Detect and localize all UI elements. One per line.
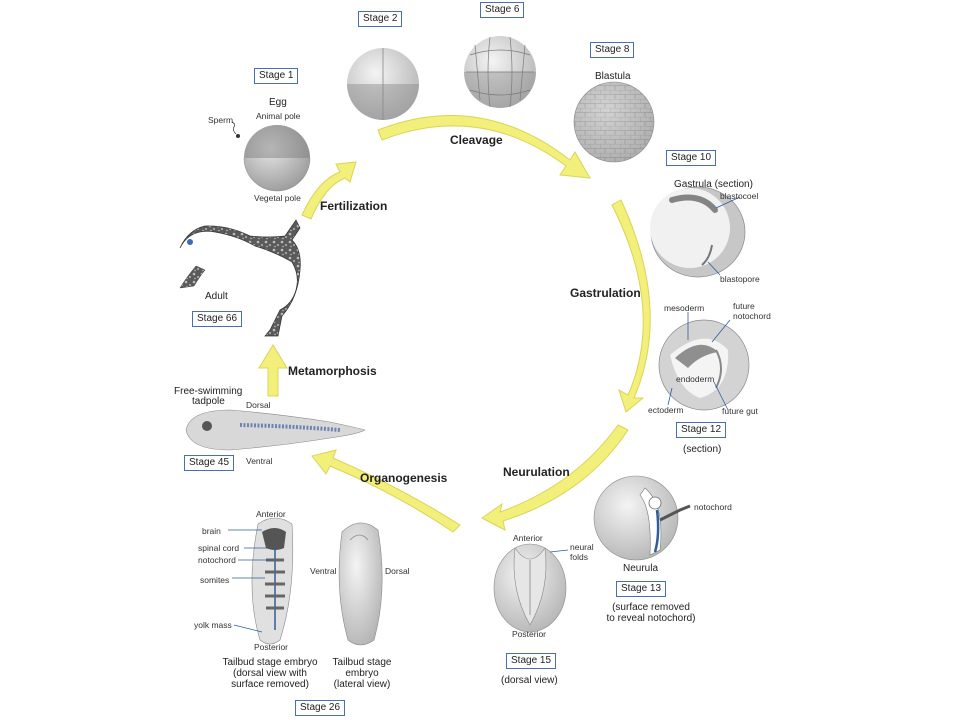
animal-pole-label: Animal pole xyxy=(256,111,301,121)
tailbud-lateral-caption: Tailbud stage embryo (lateral view) xyxy=(326,657,398,690)
stage-12-label: Stage 12 xyxy=(676,422,727,438)
somites-label: somites xyxy=(200,575,230,585)
cycle-arrows xyxy=(258,115,651,533)
tadpole-dorsal-label: Dorsal xyxy=(246,400,271,410)
tailbud-anterior-label: Anterior xyxy=(256,509,286,519)
neurula-label: Neurula xyxy=(623,563,659,574)
tailbud-lateral-caption-line3: (lateral view) xyxy=(333,679,391,690)
stage-6-label: Stage 6 xyxy=(480,2,525,18)
neurula-illustration xyxy=(593,475,691,561)
ectoderm-label: ectoderm xyxy=(648,405,684,415)
adult-frog-illustration xyxy=(179,219,301,337)
phase-organogenesis: Organogenesis xyxy=(360,471,448,485)
stage-10-label: Stage 10 xyxy=(666,150,717,166)
stage-26-label: Stage 26 xyxy=(295,700,346,716)
cleavage-embryo xyxy=(464,36,536,108)
cleavage-arrow xyxy=(377,115,591,179)
neural-fold-embryo xyxy=(493,543,569,633)
tailbud-dorsal-label: Dorsal xyxy=(385,566,410,576)
stage-15-anterior-label: Anterior xyxy=(513,533,543,543)
endoderm-label: endoderm xyxy=(676,374,715,384)
neural-folds-label-line2: folds xyxy=(570,552,588,562)
phase-fertilization: Fertilization xyxy=(320,199,388,213)
dorsal-view-label: (dorsal view) xyxy=(501,675,558,686)
stage-2-label: Stage 2 xyxy=(358,11,403,27)
stage-12-section-label: (section) xyxy=(683,444,722,455)
sperm-icon xyxy=(231,121,240,138)
stage-45-label: Stage 45 xyxy=(184,455,235,471)
tailbud-dorsal-caption-line1: Tailbud stage embryo xyxy=(222,657,318,668)
adult-label: Adult xyxy=(205,291,228,302)
mesoderm-label: mesoderm xyxy=(664,303,705,313)
metamorphosis-arrow xyxy=(258,344,288,397)
phase-metamorphosis: Metamorphosis xyxy=(288,364,377,378)
blastula-illustration xyxy=(573,81,655,163)
egg-illustration xyxy=(243,125,311,192)
free-swimming-label-line1: Free-swimming xyxy=(174,386,243,397)
gastrula-section-label: Gastrula (section) xyxy=(674,179,753,190)
tailbud-posterior-label: Posterior xyxy=(254,642,289,652)
two-cell-embryo xyxy=(347,48,419,120)
brain-label: brain xyxy=(202,526,221,536)
tailbud-lateral-caption-line2: embryo xyxy=(345,668,379,679)
stage-15-label: Stage 15 xyxy=(506,653,557,669)
phase-gastrulation: Gastrulation xyxy=(570,286,641,300)
stage-66-label: Stage 66 xyxy=(192,311,243,327)
tailbud-lateral-caption-line1: Tailbud stage xyxy=(332,657,392,668)
tailbud-dorsal-caption-line2: (dorsal view with xyxy=(233,668,307,679)
sperm-label: Sperm xyxy=(208,115,234,125)
notochord-label: notochord xyxy=(694,502,732,512)
future-gut-label: future gut xyxy=(722,406,758,416)
tailbud-dorsal-caption-line3: surface removed) xyxy=(231,679,309,690)
gastrulation-arrow xyxy=(611,199,651,413)
surface-removed-line1: (surface removed xyxy=(612,602,690,613)
spinal-cord-label: spinal cord xyxy=(198,543,240,553)
neurulation-arrow xyxy=(481,424,629,531)
late-gastrula-illustration xyxy=(658,312,750,411)
fertilization-arrow xyxy=(301,161,357,220)
organogenesis-arrow xyxy=(311,449,461,533)
tailbud-lateral-embryo xyxy=(338,522,383,646)
tadpole-illustration xyxy=(185,409,366,451)
stage-15-posterior-label: Posterior xyxy=(512,629,547,639)
future-notochord-label-line1: future xyxy=(733,301,755,311)
vegetal-pole-label: Vegetal pole xyxy=(254,193,301,203)
blastocoel-label: blastocoel xyxy=(720,191,759,201)
stage-1-label: Stage 1 xyxy=(254,68,299,84)
yolk-mass-label: yolk mass xyxy=(194,620,232,630)
neural-folds-label-line1: neural xyxy=(570,542,594,552)
surface-removed-line2: to reveal notochord) xyxy=(606,613,696,624)
future-notochord-label-line2: notochord xyxy=(733,311,771,321)
tailbud-notochord-label: notochord xyxy=(198,555,236,565)
egg-label: Egg xyxy=(269,97,287,108)
tadpole-ventral-label: Ventral xyxy=(246,456,273,466)
free-swimming-label-line2: tadpole xyxy=(192,396,225,407)
blastopore-label: blastopore xyxy=(720,274,760,284)
tailbud-dorsal-caption: Tailbud stage embryo (dorsal view with s… xyxy=(214,657,326,690)
stage-8-label: Stage 8 xyxy=(590,42,635,58)
tailbud-ventral-label: Ventral xyxy=(310,566,337,576)
gastrula-section-illustration xyxy=(650,186,746,278)
phase-neurulation: Neurulation xyxy=(503,465,570,479)
surface-removed-label: (surface removed to reveal notochord) xyxy=(596,602,706,624)
stage-13-label: Stage 13 xyxy=(616,581,667,597)
tailbud-dorsal-embryo xyxy=(228,517,294,645)
blastula-label: Blastula xyxy=(595,71,631,82)
phase-cleavage: Cleavage xyxy=(450,133,503,147)
